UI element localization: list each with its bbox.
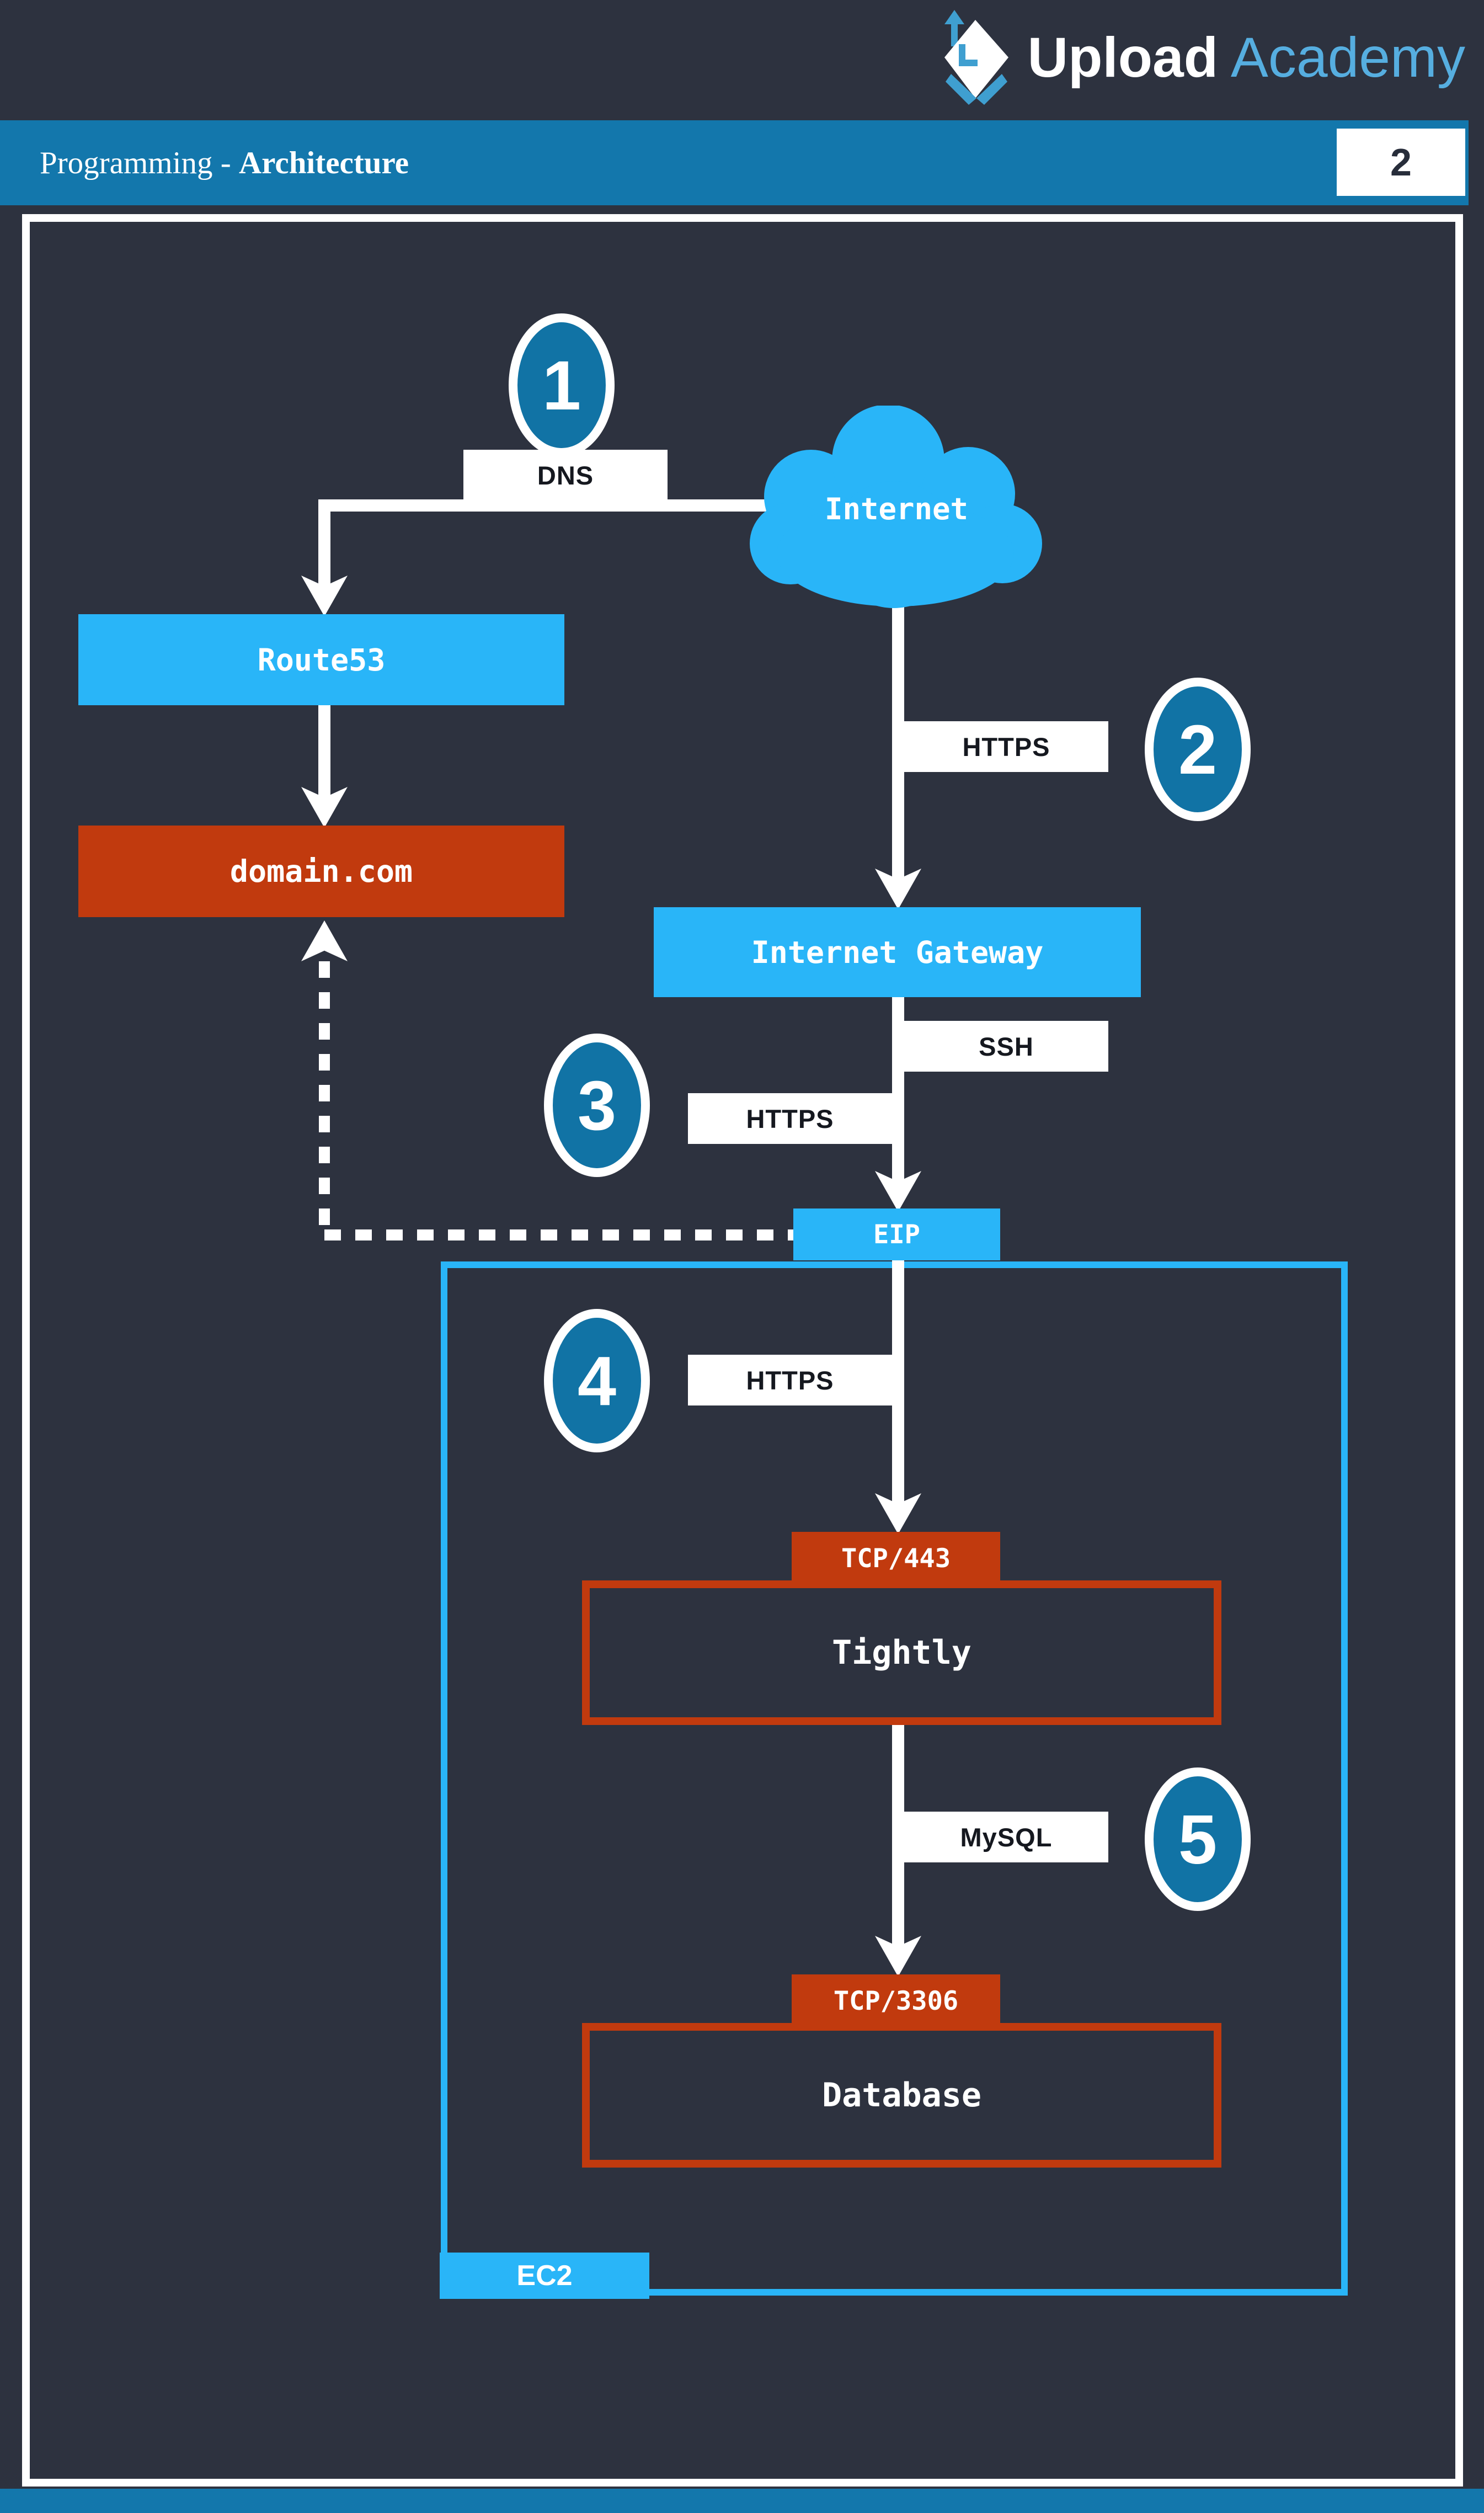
edge-label-https-3: HTTPS: [688, 1355, 892, 1405]
edge-label-mysql: MySQL: [904, 1812, 1108, 1862]
node-eip: EIP: [793, 1208, 1000, 1260]
node-internet-gateway: Internet Gateway: [654, 907, 1141, 997]
edge-label-text: HTTPS: [746, 1104, 834, 1133]
node-ec2: EC2: [440, 2253, 649, 2299]
edge-gateway-eip: [892, 997, 904, 1183]
node-label: Internet Gateway: [751, 934, 1044, 970]
content-frame: [22, 214, 1463, 2487]
node-database: Database: [582, 2023, 1221, 2168]
upload-academy-logo-icon: [940, 10, 1013, 105]
brand-word-academy: Academy: [1230, 26, 1465, 89]
slide-footer-bar: [0, 2489, 1484, 2513]
internet-cloud: Internet: [748, 406, 1045, 613]
step-badge-4: 4: [544, 1309, 650, 1452]
edge-label-text: DNS: [537, 460, 594, 490]
edge-label-dns: DNS: [463, 450, 668, 501]
node-label: EIP: [873, 1219, 920, 1250]
node-label: EC2: [516, 2260, 573, 2292]
page-number-box: 2: [1337, 129, 1465, 196]
edge-label-text: HTTPS: [962, 732, 1050, 762]
edge-eip-domain-dashed-h: [324, 1229, 793, 1240]
step-number: 3: [577, 1066, 617, 1144]
step-number: 4: [577, 1341, 617, 1420]
node-domain: domain.com: [78, 826, 564, 917]
edge-label-text: HTTPS: [746, 1365, 834, 1395]
step-number: 5: [1178, 1800, 1218, 1878]
step-number: 1: [542, 346, 581, 424]
edge-label-text: MySQL: [960, 1822, 1053, 1852]
node-label: Tightly: [832, 1633, 971, 1672]
port-tab-tcp3306: TCP/3306: [792, 1974, 1000, 2027]
node-app-server: Tightly: [582, 1580, 1221, 1725]
edge-internet-gateway: [892, 599, 904, 881]
edge-app-database: [892, 1725, 904, 1948]
step-badge-5: 5: [1145, 1767, 1251, 1911]
slide-title: Programming - Architecture: [40, 145, 409, 181]
edge-dns-line: [319, 499, 794, 512]
edge-eip-domain-dashed-v: [319, 961, 330, 1237]
brand-name: Upload Academy: [1027, 29, 1465, 86]
edge-route53-domain: [318, 705, 330, 799]
slide-title-emphasis: Architecture: [238, 145, 409, 180]
page-number: 2: [1390, 141, 1412, 184]
port-tab-tcp443: TCP/443: [792, 1532, 1000, 1585]
edge-eip-app: [892, 1260, 904, 1505]
node-label: Database: [822, 2076, 981, 2115]
edge-label-https-1: HTTPS: [904, 721, 1108, 772]
internet-label: Internet: [824, 492, 969, 526]
edge-label-text: SSH: [979, 1031, 1034, 1061]
edge-label-ssh: SSH: [904, 1021, 1108, 1072]
node-label: domain.com: [229, 854, 413, 889]
node-label: Route53: [257, 642, 386, 678]
node-route53: Route53: [78, 614, 564, 705]
ec2-container: [441, 1261, 1348, 2296]
port-label: TCP/443: [841, 1543, 951, 1574]
step-badge-2: 2: [1145, 678, 1251, 821]
slide-title-prefix: Programming -: [40, 145, 239, 180]
edge-dns-drop: [318, 499, 330, 588]
step-badge-1: 1: [509, 313, 615, 457]
brand-word-upload: Upload: [1027, 26, 1219, 89]
step-number: 2: [1178, 710, 1218, 789]
edge-label-https-2: HTTPS: [688, 1093, 892, 1144]
brand-logo: Upload Academy: [0, 8, 1465, 107]
slide-header-bar: Programming - Architecture: [0, 120, 1469, 205]
port-label: TCP/3306: [833, 1985, 959, 2016]
step-badge-3: 3: [544, 1034, 650, 1177]
